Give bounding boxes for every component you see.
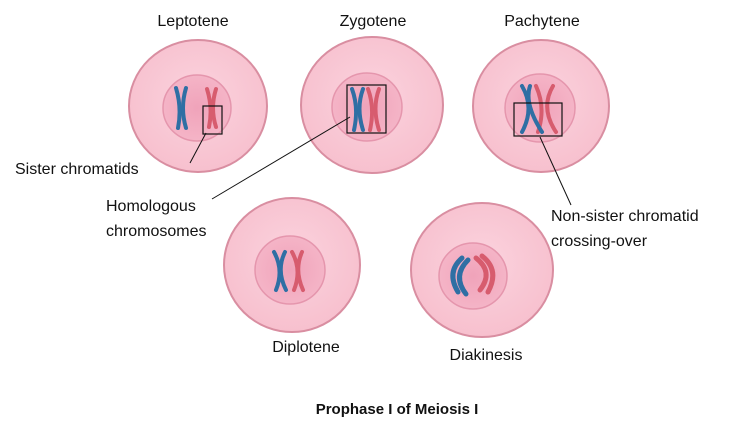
- nucleus: [331, 72, 403, 142]
- chromosome-blue: [272, 250, 288, 292]
- label-crossing-line2: crossing-over: [551, 233, 648, 250]
- chromosome-blue: [520, 84, 544, 134]
- chromosome-red: [473, 253, 496, 295]
- chromosome-blue: [350, 87, 365, 132]
- homologous-chromosomes-pointer: [211, 116, 351, 200]
- chromosome-blue: [450, 255, 471, 297]
- label-crossing-line1: Non-sister chromatid: [551, 208, 699, 225]
- label-diakinesis: Diakinesis: [450, 347, 523, 364]
- nucleus: [438, 242, 508, 310]
- chromosome-red: [205, 87, 218, 129]
- label-diplotene: Diplotene: [272, 339, 340, 356]
- cell-diplotene: [223, 197, 361, 333]
- cell-leptotene: [128, 39, 268, 173]
- chromosome-red: [290, 250, 305, 292]
- sister-chromatids-pointer: [189, 132, 207, 164]
- label-homologous-line2: chromosomes: [106, 223, 206, 240]
- label-pachytene: Pachytene: [504, 13, 580, 30]
- nucleus: [162, 74, 232, 142]
- label-leptotene: Leptotene: [157, 13, 228, 30]
- nucleus: [254, 235, 326, 305]
- label-homologous-line1: Homologous: [106, 198, 196, 215]
- sister-chromatids-box: [202, 105, 223, 135]
- label-zygotene: Zygotene: [340, 13, 407, 30]
- cell-diakinesis: [410, 202, 554, 338]
- chromosome-red: [366, 87, 381, 132]
- label-sister-chromatids: Sister chromatids: [15, 161, 139, 178]
- homologous-chromosomes-box: [346, 84, 387, 134]
- crossing-over-box: [513, 102, 563, 137]
- crossing-over-pointer: [539, 136, 572, 206]
- cell-zygotene: [300, 36, 444, 174]
- diagram-title: Prophase I of Meiosis I: [316, 401, 479, 418]
- cell-pachytene: [472, 39, 610, 173]
- chromosome-blue: [174, 86, 188, 130]
